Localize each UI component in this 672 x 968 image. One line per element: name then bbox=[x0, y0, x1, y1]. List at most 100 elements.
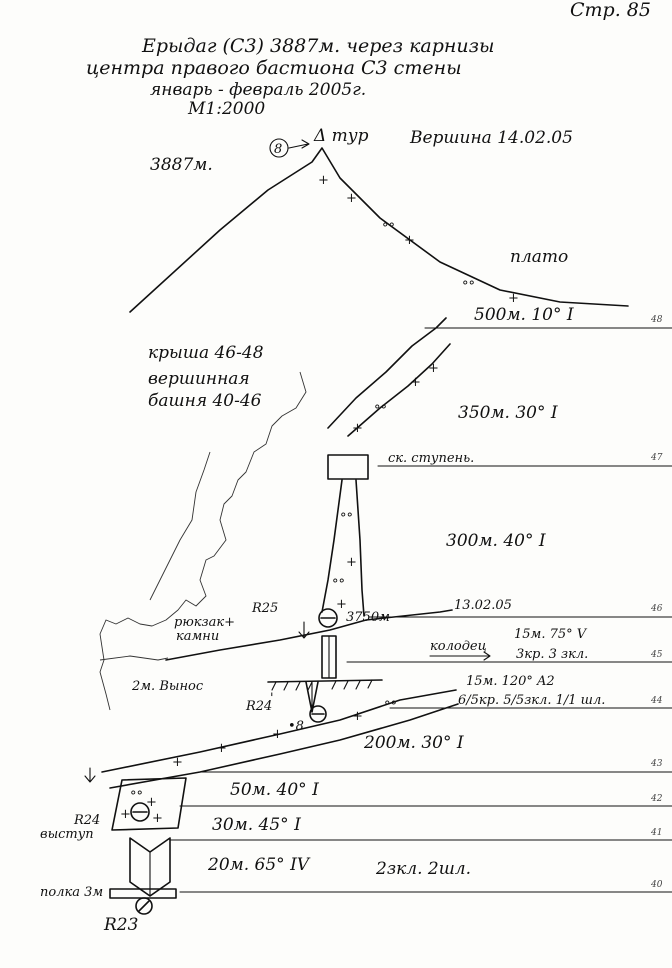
r25-plus: + bbox=[336, 597, 347, 612]
r25-anchor-icon bbox=[318, 608, 338, 628]
tower-silhouette bbox=[99, 371, 307, 711]
section-44-desc-2: 6/5кр. 5/5зкл. 1/1 шл. bbox=[458, 693, 605, 708]
plateau-label: плато bbox=[510, 247, 568, 267]
backpack-label-1: рюкзак+ bbox=[174, 615, 235, 630]
svg-text:+: + bbox=[428, 361, 439, 376]
svg-text:°°: °° bbox=[384, 699, 397, 714]
svg-text:+: + bbox=[172, 755, 183, 770]
r24-anchor-icon bbox=[130, 802, 150, 822]
ledge-box-r24 bbox=[111, 777, 187, 831]
section-number-42: 42 bbox=[650, 794, 663, 804]
tur-label: Δ тур bbox=[313, 126, 369, 146]
svg-text:°°: °° bbox=[332, 577, 345, 592]
svg-text:+: + bbox=[410, 375, 421, 390]
ledge-left-rock bbox=[99, 655, 169, 661]
marker-8-label: 8 bbox=[274, 142, 282, 157]
title-line-3: январь - февраль 2005г. bbox=[150, 80, 366, 100]
gully-right-edge bbox=[355, 479, 365, 617]
section-47-desc: 350м. 30° I bbox=[458, 403, 558, 423]
r23-anchor-icon bbox=[135, 897, 153, 915]
overhang-label: 2м. Вынос bbox=[131, 679, 204, 694]
scree-marks-ramp: + + + •8 + °° bbox=[172, 699, 397, 770]
r25-label: R25 bbox=[251, 601, 278, 616]
svg-text:+: + bbox=[272, 727, 283, 742]
marker-8-circle bbox=[269, 138, 289, 158]
scree-marks-summit: + + °° + °° + bbox=[318, 173, 519, 306]
section-number-40: 40 bbox=[650, 880, 663, 890]
roof-label: крыша 46-48 bbox=[148, 343, 264, 363]
r23-label: R23 bbox=[103, 915, 138, 935]
svg-text:°°: °° bbox=[382, 221, 395, 236]
section-40-extra: 2зкл. 2шл. bbox=[375, 859, 471, 879]
scree-marks-couloir: + + °° + bbox=[352, 361, 439, 436]
section-number-41: 41 bbox=[650, 828, 662, 838]
r24-prime-label: R24 bbox=[245, 699, 272, 714]
section-45-desc-1: 15м. 75° V bbox=[514, 627, 588, 642]
ramp-lower-edge bbox=[109, 703, 459, 789]
rock-step-box bbox=[327, 454, 369, 480]
bivouac-date: 13.02.05 bbox=[454, 598, 512, 613]
backpack-label-2: камни bbox=[176, 629, 219, 644]
descent-arrow-r24 bbox=[84, 767, 96, 783]
r24-prime-tick: ' bbox=[270, 691, 274, 706]
section-number-43: 43 bbox=[650, 759, 663, 769]
svg-text:+: + bbox=[508, 291, 519, 306]
r25-height: 3750м bbox=[346, 610, 390, 625]
tower-label-1: вершинная bbox=[148, 369, 250, 389]
shelf-label: полка 3м bbox=[40, 885, 103, 900]
section-42-desc: 50м. 40° I bbox=[230, 780, 319, 800]
section-43-desc: 200м. 30° I bbox=[363, 733, 464, 753]
scree-marks-gully: °° + °° bbox=[332, 511, 357, 592]
svg-text:+: + bbox=[352, 421, 363, 436]
svg-text:°°: °° bbox=[340, 511, 353, 526]
ledge-r25 bbox=[165, 609, 453, 661]
svg-text:+: + bbox=[404, 233, 415, 248]
well-label: колодец bbox=[430, 639, 487, 654]
section-lines bbox=[169, 327, 672, 893]
section-number-45: 45 bbox=[650, 650, 663, 660]
page-number: Стр. 85 bbox=[570, 0, 651, 21]
marker-arrow bbox=[288, 139, 310, 149]
svg-text:+: + bbox=[352, 709, 363, 724]
svg-text:+: + bbox=[146, 795, 157, 810]
rock-step-label: ск. ступень. bbox=[388, 451, 474, 466]
svg-text:°°: °° bbox=[374, 403, 387, 418]
r23-anchor-bar bbox=[138, 900, 150, 912]
couloir-left-edge bbox=[327, 317, 447, 429]
tower-label-2: башня 40-46 bbox=[148, 391, 262, 411]
gully-left-edge bbox=[321, 479, 343, 613]
overhang-roof bbox=[267, 679, 383, 683]
section-48-desc: 500м. 10° I bbox=[474, 305, 574, 325]
r24-ledge-label: выступ bbox=[40, 827, 94, 842]
summit-ridge-line bbox=[129, 147, 629, 313]
section-number-48: 48 bbox=[650, 315, 663, 325]
section-number-44: 44 bbox=[650, 696, 663, 706]
svg-text:+: + bbox=[346, 191, 357, 206]
well-arrow bbox=[429, 651, 491, 661]
r24-label: R24 bbox=[73, 813, 100, 828]
r24-prime-anchor-icon bbox=[309, 705, 327, 723]
svg-text:+: + bbox=[346, 555, 357, 570]
summit-height: 3887м. bbox=[150, 155, 213, 175]
section-number-47: 47 bbox=[650, 453, 663, 463]
couloir-right-edge bbox=[347, 343, 451, 437]
svg-text:+: + bbox=[120, 807, 131, 822]
section-41-desc: 30м. 45° I bbox=[212, 815, 301, 835]
scree-marks-ledge: °° + + + bbox=[120, 789, 163, 826]
section-number-46: 46 bbox=[650, 604, 663, 614]
section-46-desc: 300м. 40° I bbox=[446, 531, 546, 551]
svg-text:+: + bbox=[216, 741, 227, 756]
svg-text:°°: °° bbox=[130, 789, 143, 804]
summit-date: Вершина 14.02.05 bbox=[409, 128, 573, 148]
svg-text:+: + bbox=[318, 173, 329, 188]
scale-label: М1:2000 bbox=[187, 99, 265, 119]
svg-text:+: + bbox=[152, 811, 163, 826]
title-line-1: Ерыдаг (С3) 3887м. через карнизы bbox=[141, 35, 495, 57]
overhang-hatching bbox=[271, 679, 373, 691]
title-line-2: центра правого бастиона С3 стены bbox=[86, 57, 462, 79]
section-40-desc: 20м. 65° IV bbox=[207, 855, 311, 875]
svg-text:•8: •8 bbox=[288, 719, 304, 734]
ramp-upper-edge bbox=[101, 689, 457, 773]
